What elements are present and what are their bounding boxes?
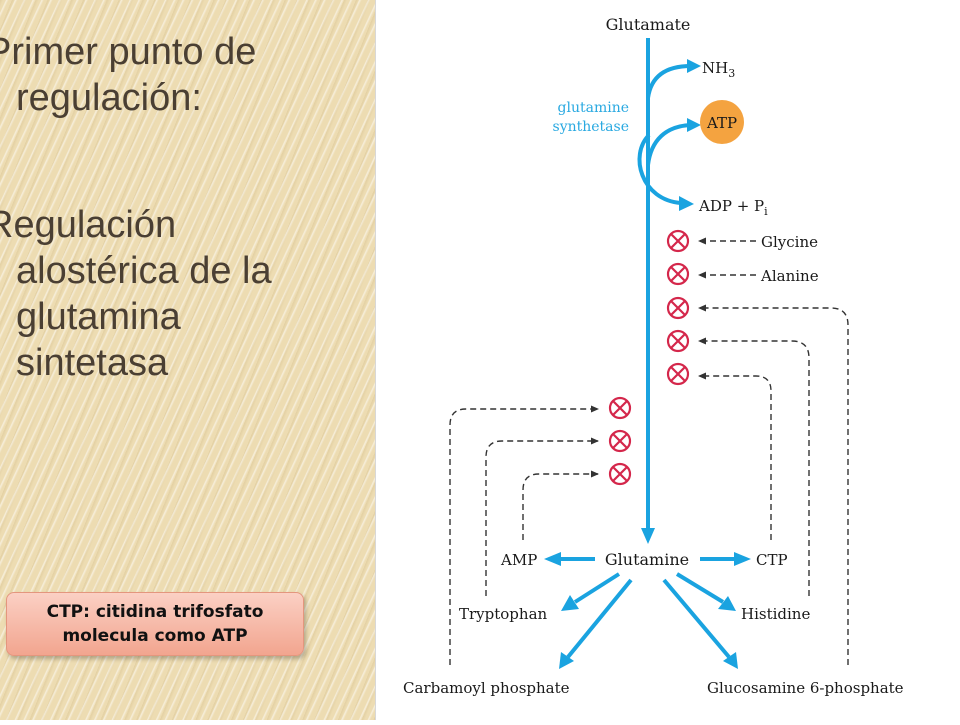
histidine-label: Histidine [741, 605, 810, 623]
alanine-label: Alanine [760, 267, 819, 285]
adp-output-arrow [637, 133, 682, 205]
enzyme-label-line-1: glutamine [558, 100, 629, 116]
slide-heading-allosteric: Regulación alostérica de la glutamina si… [0, 202, 272, 386]
ctp-callout-box: CTP: citidina trifosfato molecula como A… [6, 592, 304, 656]
glycine-label: Glycine [761, 233, 818, 251]
histidine-arrowhead [718, 596, 736, 611]
inhibition-symbols-right [666, 229, 690, 386]
callout-line: molecula como ATP [62, 626, 248, 646]
nh3-input-arrow [646, 64, 692, 99]
inhibition-symbol [608, 429, 632, 453]
tryptophan-feedback-arrow [485, 437, 599, 596]
carbamoyl-arrow [566, 578, 633, 659]
main-pathway-arrowhead [641, 528, 655, 544]
inhibition-symbol [608, 462, 632, 486]
callout-line: CTP: citidina trifosfato [46, 602, 264, 622]
amp-label: AMP [500, 551, 537, 569]
glucosamine-feedback-arrow [698, 304, 849, 665]
adp-arrowhead [679, 196, 694, 211]
ctp-arrowhead [734, 552, 751, 566]
glucosamine-arrowhead [723, 652, 738, 669]
heading-line: sintetasa [16, 342, 169, 384]
atp-arrowhead [687, 118, 701, 132]
diagram-panel: Glutamate NH3 glutamine synthetase ATP A… [375, 0, 960, 720]
atp-circle [700, 100, 744, 144]
glucosamine-arrow [662, 578, 731, 659]
ctp-label: CTP [756, 551, 788, 569]
slide-left-panel: Primer punto de regulación: Regulación a… [0, 0, 375, 720]
heading-line: glutamina [16, 296, 181, 338]
inhibition-symbol [666, 229, 690, 253]
tryptophan-arrowhead [561, 595, 579, 611]
heading-line: Regulación [0, 204, 177, 246]
carbamoyl-phosphate-label: Carbamoyl phosphate [403, 679, 570, 697]
carbamoyl-arrowhead [559, 652, 574, 669]
heading-line: regulación: [16, 77, 202, 119]
nh3-label: NH3 [702, 59, 735, 80]
inhibition-symbol [666, 329, 690, 353]
histidine-arrow [675, 572, 725, 604]
amp-feedback-arrow [522, 470, 599, 540]
carbamoyl-feedback-arrow [449, 405, 599, 665]
inhibition-symbol [608, 396, 632, 420]
inhibition-symbol [666, 296, 690, 320]
ctp-feedback-arrow [698, 372, 772, 540]
adp-pi-label: ADP + Pi [698, 197, 768, 218]
slide-heading-regulation-point: Primer punto de regulación: [0, 29, 256, 121]
glutamine-synthetase-regulation-diagram: Glutamate NH3 glutamine synthetase ATP A… [403, 15, 904, 697]
inhibition-symbol [666, 262, 690, 286]
nh3-arrowhead [687, 59, 701, 73]
glutamate-label: Glutamate [606, 15, 691, 34]
tryptophan-arrow [573, 572, 621, 604]
heading-line: Primer punto de [0, 31, 257, 73]
amp-arrowhead [544, 552, 561, 566]
glutamine-label: Glutamine [605, 550, 689, 569]
tryptophan-label: Tryptophan [459, 605, 548, 623]
atp-input-arrow [646, 123, 692, 166]
atp-label: ATP [706, 114, 737, 132]
heading-line: alostérica de la [16, 250, 272, 292]
enzyme-label-line-2: synthetase [553, 119, 629, 135]
glucosamine-6-phosphate-label: Glucosamine 6-phosphate [707, 679, 904, 697]
inhibition-symbol [666, 362, 690, 386]
inhibition-symbols-left [608, 396, 632, 486]
histidine-feedback-arrow [698, 337, 810, 596]
